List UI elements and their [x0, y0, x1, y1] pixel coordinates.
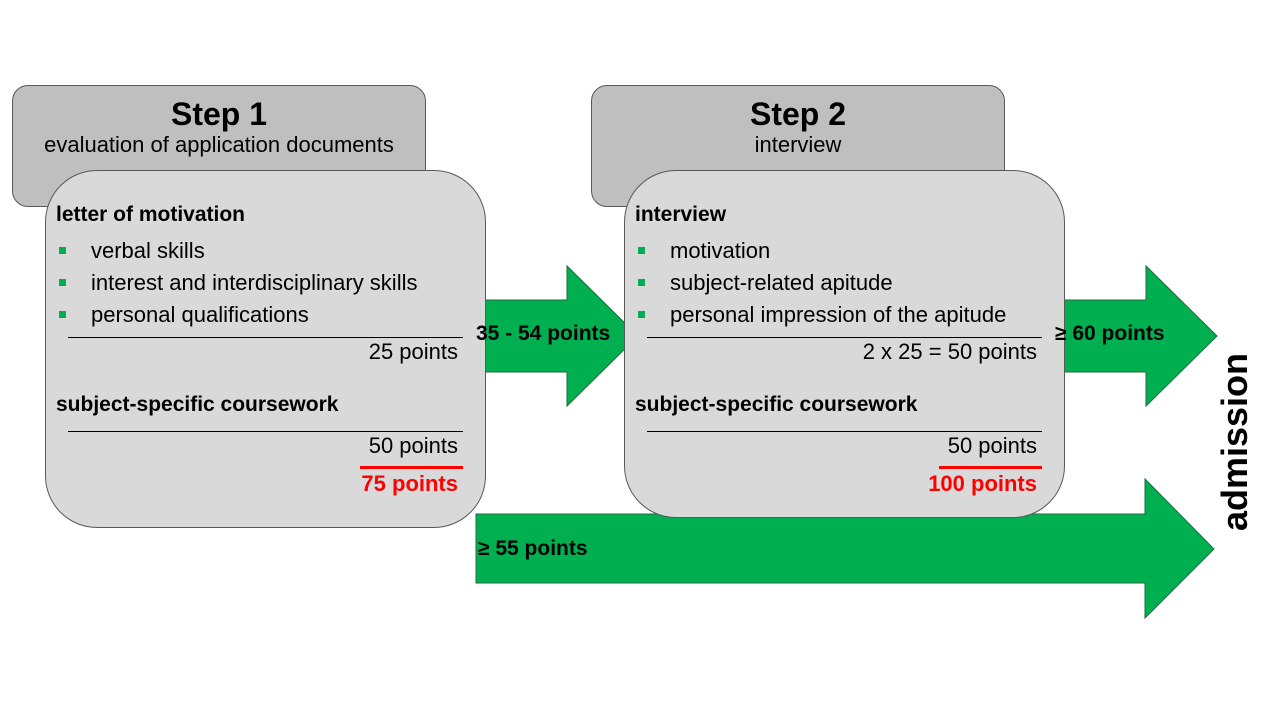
step2-section2-heading: subject-specific coursework: [635, 393, 918, 416]
step1-section2-heading: subject-specific coursework: [56, 393, 339, 416]
bullet-icon: [638, 311, 645, 318]
bullet-icon: [59, 279, 66, 286]
arrow-label-step1-to-admission: ≥ 55 points: [478, 537, 588, 560]
step2-section1-heading: interview: [635, 203, 727, 226]
step1-total: 75 points: [361, 471, 458, 496]
step2-subtitle: interview: [754, 132, 842, 157]
step1-subtitle: evaluation of application documents: [44, 132, 394, 157]
total-underline: [360, 466, 463, 469]
divider: [647, 431, 1042, 432]
step2-title: Step 2: [749, 96, 847, 132]
step1-card: letter of motivation verbal skills inter…: [45, 170, 486, 528]
step2-section2-points: 50 points: [947, 433, 1037, 458]
bullet-icon: [638, 247, 645, 254]
step1-item: verbal skills: [91, 238, 205, 263]
arrow-step2-to-admission: [1053, 264, 1218, 408]
bullet-icon: [59, 247, 66, 254]
step1-item: interest and interdisciplinary skills: [91, 270, 418, 295]
arrow-label-step2-to-admission: ≥ 60 points: [1055, 322, 1165, 345]
step1-section1-heading: letter of motivation: [56, 203, 246, 226]
step1-title: Step 1: [170, 96, 268, 132]
arrow-step1-to-step2: [475, 264, 639, 408]
arrow-step1-to-admission: [475, 477, 1215, 620]
admission-label: admission: [1214, 352, 1255, 532]
bullet-icon: [59, 311, 66, 318]
bullet-icon: [638, 279, 645, 286]
step2-item: personal impression of the apitude: [670, 302, 1007, 327]
arrow-label-to-step2: 35 - 54 points: [476, 322, 611, 345]
step2-item: motivation: [670, 238, 771, 263]
step1-section2-points: 50 points: [368, 433, 458, 458]
step2-section1-points: 2 x 25 = 50 points: [862, 339, 1037, 364]
step2-item: subject-related apitude: [670, 270, 893, 295]
divider: [68, 337, 463, 338]
divider: [647, 337, 1042, 338]
step1-item: personal qualifications: [91, 302, 309, 327]
step2-card: interview motivation subject-related api…: [624, 170, 1065, 518]
total-underline: [939, 466, 1042, 469]
step1-section1-points: 25 points: [368, 339, 458, 364]
step2-total: 100 points: [928, 471, 1037, 496]
divider: [68, 431, 463, 432]
